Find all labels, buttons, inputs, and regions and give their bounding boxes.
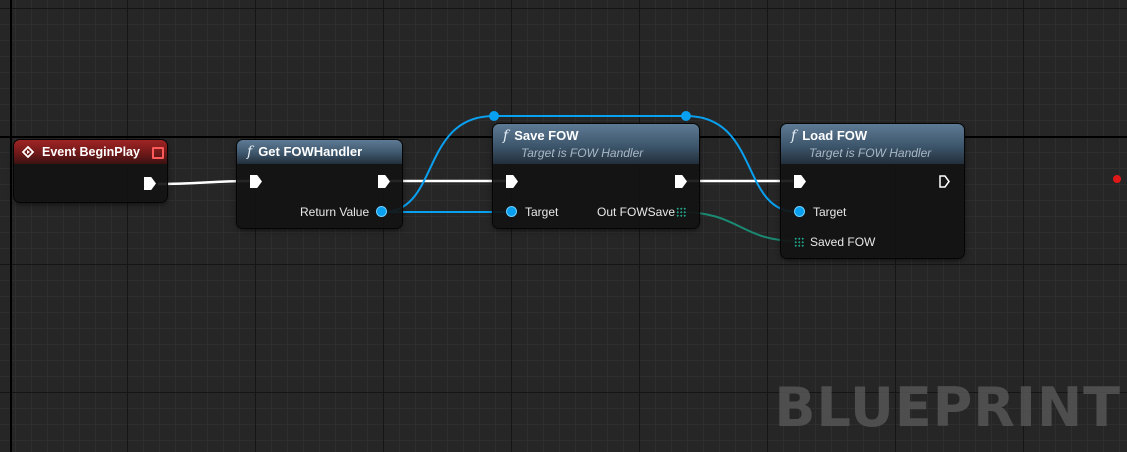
node-save-fow[interactable]: f Save FOW Target is FOW Handler Target O… (493, 124, 699, 228)
node-header: Event BeginPlay (14, 140, 167, 164)
node-header: f Get FOWHandler (237, 140, 402, 164)
exec-input-pin[interactable] (250, 175, 262, 188)
function-f-icon: f (503, 128, 509, 144)
wire-reroute-knot-1[interactable] (489, 111, 499, 121)
node-header: f Save FOW Target is FOW Handler (493, 124, 699, 164)
node-subtitle: Target is FOW Handler (521, 146, 644, 160)
pin-label-target: Target (525, 205, 559, 219)
exec-output-pin-unconnected[interactable] (939, 175, 950, 188)
pin-label-target: Target (813, 205, 847, 219)
event-diamond-icon (22, 146, 34, 158)
breakpoint-marker[interactable] (1113, 175, 1121, 183)
pin-label-return-value: Return Value (300, 205, 370, 219)
exec-output-pin[interactable] (675, 175, 687, 188)
struct-output-pin[interactable] (676, 207, 686, 217)
node-title: Event BeginPlay (42, 145, 140, 159)
target-input-pin[interactable] (506, 206, 517, 217)
node-title: Load FOW (802, 128, 868, 143)
function-f-icon: f (791, 128, 797, 144)
grid-origin-vertical (10, 0, 12, 452)
stop-square-icon (152, 147, 164, 159)
node-load-fow[interactable]: f Load FOW Target is FOW Handler Target S… (781, 124, 964, 258)
node-header: f Load FOW Target is FOW Handler (781, 124, 964, 164)
pin-label-saved-fow: Saved FOW (810, 235, 876, 249)
node-subtitle: Target is FOW Handler (809, 146, 932, 160)
node-get-fow-handler[interactable]: f Get FOWHandler Return Value (237, 140, 402, 228)
struct-input-pin[interactable] (794, 237, 804, 247)
node-title: Get FOWHandler (258, 144, 363, 159)
exec-input-pin[interactable] (794, 175, 806, 188)
exec-output-pin[interactable] (144, 177, 156, 190)
node-event-begin-play[interactable]: Event BeginPlay (14, 140, 167, 202)
object-output-pin[interactable] (376, 206, 387, 217)
function-f-icon: f (247, 144, 253, 160)
exec-input-pin[interactable] (506, 175, 518, 188)
exec-output-pin[interactable] (378, 175, 390, 188)
target-input-pin[interactable] (794, 206, 805, 217)
pin-label-out-fowsave: Out FOWSave (597, 205, 676, 219)
wire-reroute-knot-2[interactable] (681, 111, 691, 121)
node-title: Save FOW (514, 128, 579, 143)
blueprint-watermark: BLUEPRINT (774, 376, 1121, 439)
